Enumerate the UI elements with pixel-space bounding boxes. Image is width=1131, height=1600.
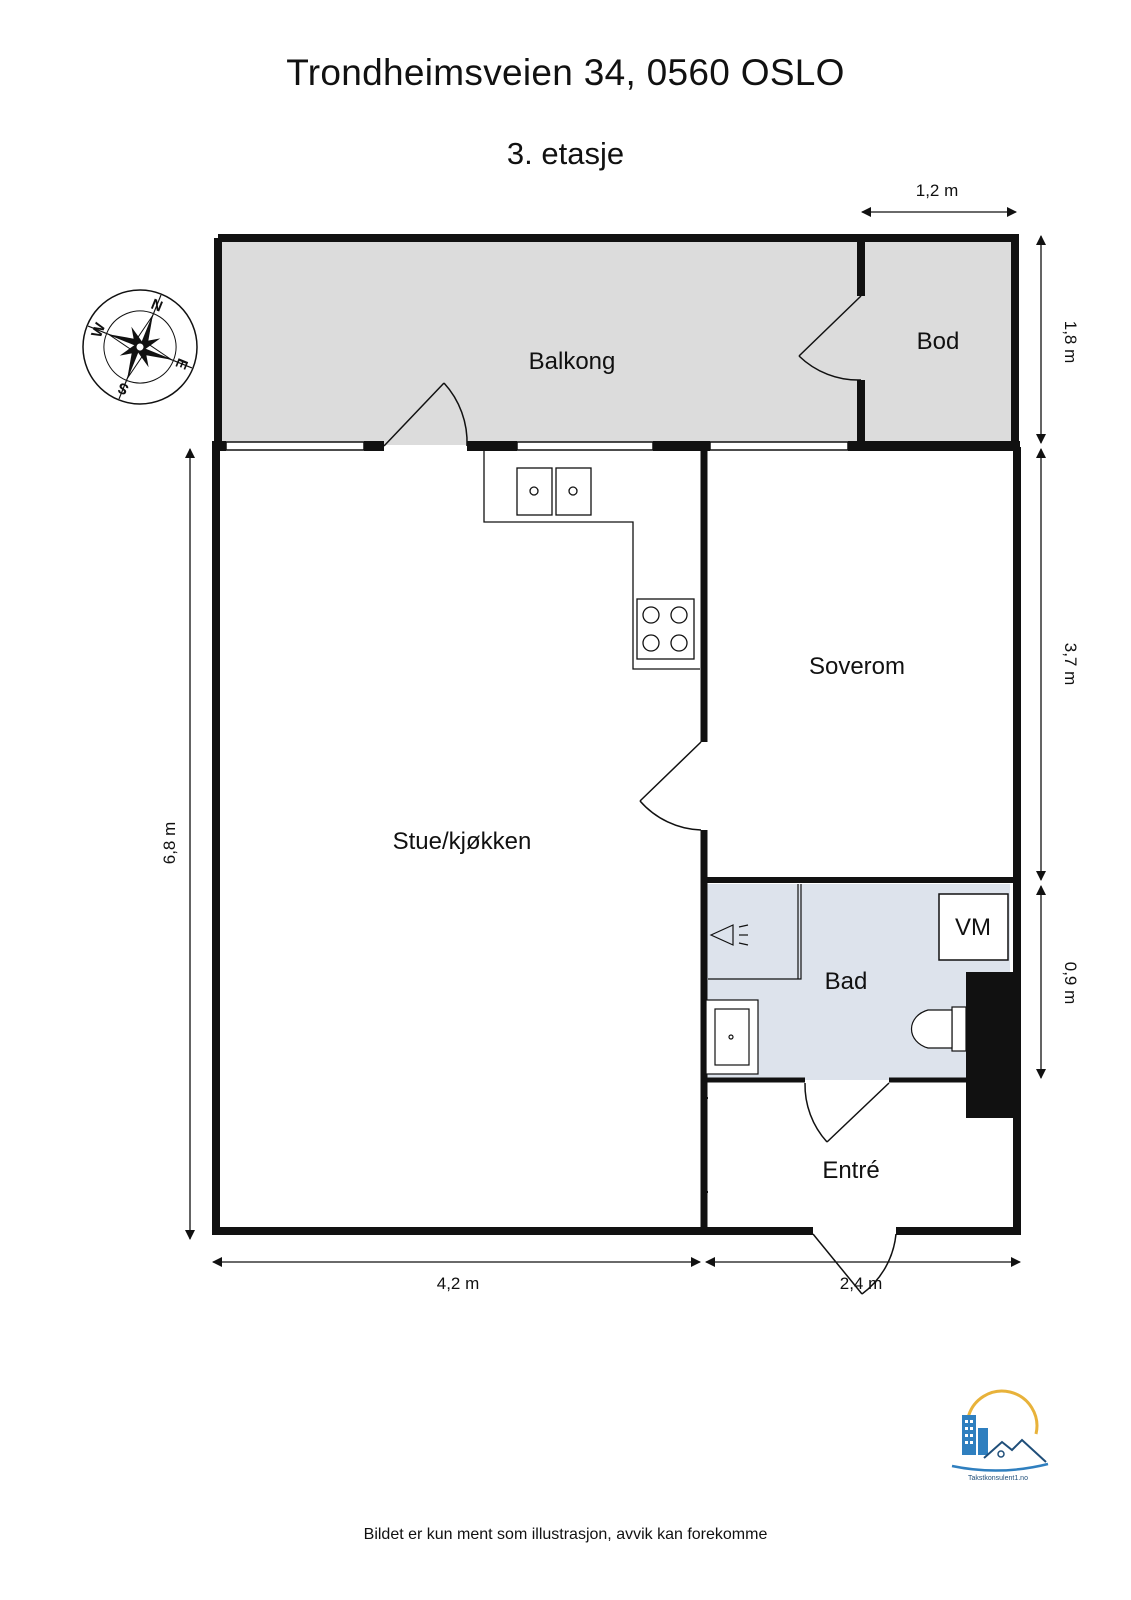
company-logo: Takstkonsulent1.no xyxy=(951,1389,1049,1482)
balcony-door xyxy=(383,382,468,447)
kitchen-counter xyxy=(483,451,700,670)
room-label-entre: Entré xyxy=(822,1157,879,1184)
balcony-wall xyxy=(212,382,1020,451)
svg-text:VM: VM xyxy=(955,914,991,941)
stove xyxy=(636,598,695,660)
dim-bath-depth: 0,9 m xyxy=(1061,962,1080,1005)
sink xyxy=(516,467,592,516)
floor-label: 3. etasje xyxy=(506,136,625,171)
toilet xyxy=(910,1006,967,1052)
disclaimer-text: Bildet er kun ment som illustrasjon, avv… xyxy=(363,1526,768,1543)
dim-bod-width: 1,2 m xyxy=(916,181,959,200)
room-label-bod: Bod xyxy=(917,328,960,355)
bedroom-door xyxy=(639,741,702,831)
room-label-bad: Bad xyxy=(825,968,868,995)
exterior-walls xyxy=(212,447,1021,1235)
dim-total-depth: 6,8 m xyxy=(160,822,179,865)
washing-machine: VM xyxy=(938,893,1009,961)
room-label-balkong: Balkong xyxy=(529,348,616,375)
entry-marks xyxy=(703,1097,708,1193)
dimension-lines xyxy=(185,207,1046,1267)
bathroom-door xyxy=(804,1082,890,1143)
dim-entry-width: 2,4 m xyxy=(840,1274,883,1293)
room-label-soverom: Soverom xyxy=(809,653,905,680)
compass-icon: N E S W xyxy=(82,289,198,405)
interior-walls xyxy=(700,447,1020,1233)
balcony xyxy=(214,234,1019,445)
shower xyxy=(708,884,802,980)
svg-text:Takstkonsulent1.no: Takstkonsulent1.no xyxy=(968,1475,1028,1482)
bod-door xyxy=(798,295,862,381)
dim-bedroom-depth: 3,7 m xyxy=(1061,643,1080,686)
dim-balcony-depth: 1,8 m xyxy=(1061,321,1080,364)
shaft xyxy=(966,972,1018,1118)
dim-living-width: 4,2 m xyxy=(437,1274,480,1293)
room-label-stue-kjokken: Stue/kjøkken xyxy=(393,828,532,855)
plan-title: Trondheimsveien 34, 0560 OSLO xyxy=(286,52,845,93)
washbasin xyxy=(705,999,759,1075)
